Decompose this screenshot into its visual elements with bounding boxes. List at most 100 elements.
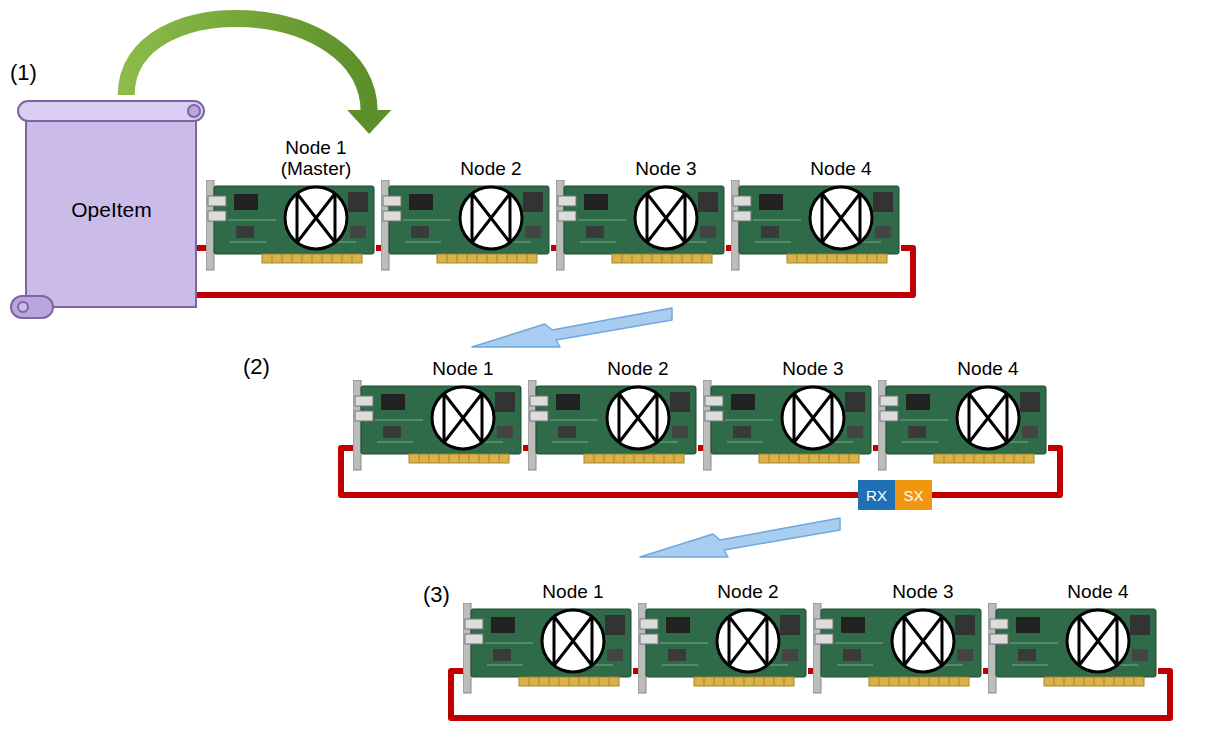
fiber-port [990,634,1008,644]
card-bracket [878,380,886,470]
edge-connector [409,454,509,463]
ring-cable [983,668,988,674]
node-card: Node 2 [381,136,551,272]
card-bracket [528,380,536,470]
connector [726,248,731,249]
node-label: Node 4 [810,159,871,180]
node-label-area: Node 1 [521,559,625,603]
ring-cable [194,248,913,295]
switch-symbol [607,387,669,449]
signal-box: RX [858,480,895,510]
network-card-illustration [813,603,983,695]
chip [495,392,515,412]
card-bracket [463,603,471,693]
connector-fingers [879,677,959,686]
fiber-port [733,211,751,221]
fiber-port [705,411,723,421]
connector [873,448,878,449]
node-card: Node 2 [638,559,808,695]
card-bracket [731,180,739,270]
node-label: Node 4 [1067,582,1128,603]
node-label: Node 2 [607,359,668,380]
scroll-curl [188,105,200,117]
ring-cable [376,245,381,251]
fiber-port [733,196,751,206]
card-bracket [638,603,646,693]
chip [556,394,580,410]
switch-symbol-lines [297,194,335,243]
callout-number: (3) [423,582,450,608]
connector-fingers [704,677,784,686]
chip [1020,392,1040,412]
chip [957,649,973,661]
node-card: Node 3 [556,136,726,272]
connector-fingers [272,254,352,263]
ring-cable [451,671,1170,718]
network-card-illustration [878,380,1048,472]
node-card: Node 4 [731,136,901,272]
fiber-port [530,396,548,406]
scroll-curl [18,302,28,312]
chip [780,615,800,635]
switch-symbol [957,387,1019,449]
circuit-board [646,609,806,677]
switch-symbol-lines [794,394,832,443]
callout-number: (1) [10,60,37,86]
connector-fingers [594,454,674,463]
chip [672,426,688,438]
circuit-board [536,386,696,454]
scroll-body [26,111,196,307]
edge-connector [584,454,684,463]
node-label-area: Node 2 [439,136,543,180]
chip [731,394,755,410]
node-label-area: Node 4 [1046,559,1150,603]
signal-box: SX [895,480,932,510]
node-label: Node 2 [460,159,521,180]
fiber-port [815,634,833,644]
edge-connector [869,677,969,686]
stage-arrow [640,518,840,557]
card-bracket [703,380,711,470]
switch-symbol [1067,610,1129,672]
node-label-area: Node 2 [586,336,690,380]
network-card-illustration [731,180,901,272]
edge-connector [612,254,712,263]
node-label-area: Node 1 [411,336,515,380]
network-card-illustration [988,603,1158,695]
chip [493,649,511,661]
edge-connector [787,254,887,263]
switch-symbol [810,187,872,249]
chip [845,392,865,412]
node-label: Node 3 [892,582,953,603]
fiber-port [208,196,226,206]
chip [666,617,690,633]
fiber-port [640,634,658,644]
chip [607,649,623,661]
connector [523,448,528,449]
connector [698,448,703,449]
switch-symbol-lines [822,194,860,243]
switch-symbol [542,610,604,672]
fiber-port [640,619,658,629]
connector [983,671,988,672]
fiber-port [383,211,401,221]
ring-cable [633,668,638,674]
chip [1018,649,1036,661]
network-card-illustration [381,180,551,272]
scroll-top-roll [18,101,204,121]
chip [875,226,891,238]
chip [843,649,861,661]
chip [906,394,930,410]
node-label-area: Node 2 [696,559,800,603]
fiber-port [530,411,548,421]
callout-number: (2) [243,354,270,380]
chip [411,226,429,238]
node-card: Node 1 [353,336,523,472]
fiber-port [880,396,898,406]
connector [194,248,913,295]
chip [350,226,366,238]
chip [497,426,513,438]
network-card-illustration [556,180,726,272]
node-label: Node 1 (Master) [264,138,368,180]
